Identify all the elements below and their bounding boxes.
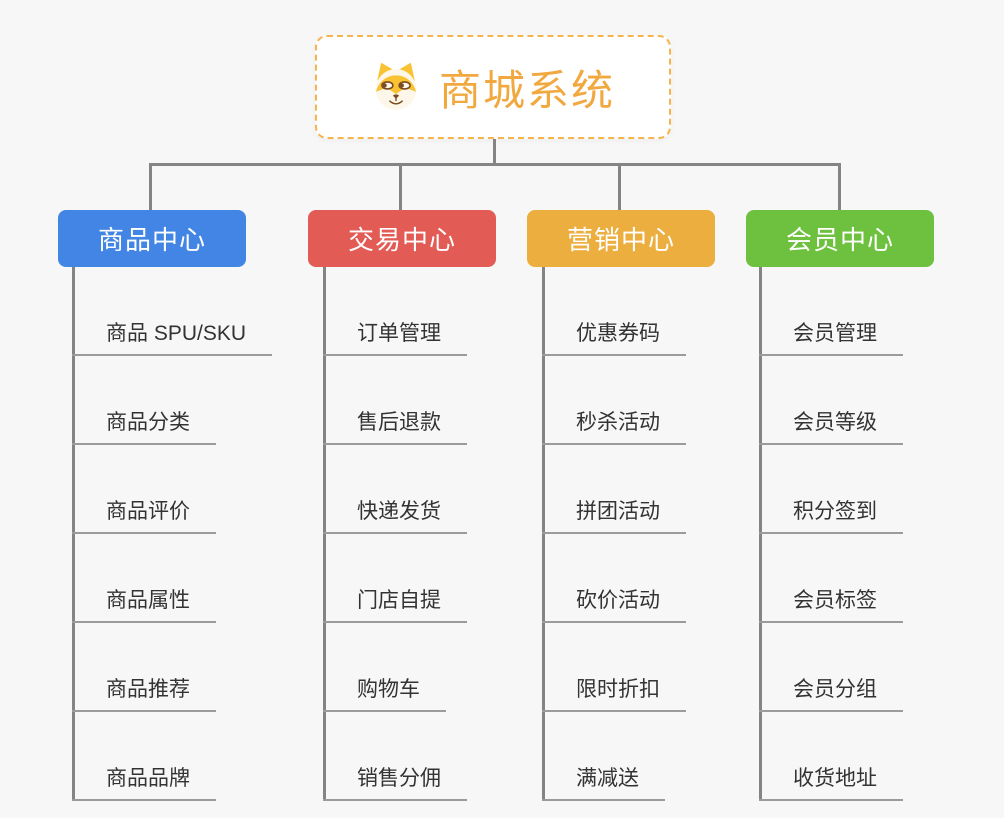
connector-spine bbox=[72, 267, 75, 801]
leaf-node[interactable]: 商品推荐 bbox=[72, 677, 216, 712]
connector-spine bbox=[323, 267, 326, 801]
leaf-node[interactable]: 订单管理 bbox=[323, 321, 467, 356]
leaf-node[interactable]: 售后退款 bbox=[323, 410, 467, 445]
leaf-node[interactable]: 优惠券码 bbox=[542, 321, 686, 356]
connector-root-drop bbox=[493, 139, 496, 164]
connector-drop-member bbox=[838, 165, 841, 211]
leaf-node[interactable]: 会员管理 bbox=[759, 321, 903, 356]
leaf-node[interactable]: 收货地址 bbox=[759, 766, 903, 801]
leaf-node[interactable]: 满减送 bbox=[542, 766, 665, 801]
leaf-node[interactable]: 商品属性 bbox=[72, 588, 216, 623]
leaf-node[interactable]: 拼团活动 bbox=[542, 499, 686, 534]
leaf-node[interactable]: 积分签到 bbox=[759, 499, 903, 534]
leaf-node[interactable]: 会员等级 bbox=[759, 410, 903, 445]
leaf-node[interactable]: 砍价活动 bbox=[542, 588, 686, 623]
leaf-node[interactable]: 快递发货 bbox=[323, 499, 467, 534]
leaf-node[interactable]: 商品品牌 bbox=[72, 766, 216, 801]
branch-node-product-center[interactable]: 商品中心 bbox=[58, 210, 246, 267]
leaf-node[interactable]: 会员分组 bbox=[759, 677, 903, 712]
connector-drop-trade bbox=[399, 165, 402, 211]
leaf-node[interactable]: 会员标签 bbox=[759, 588, 903, 623]
connector-drop-product bbox=[149, 165, 152, 211]
canvas-edge bbox=[0, 818, 1004, 840]
connector-spine bbox=[542, 267, 545, 801]
leaf-node[interactable]: 门店自提 bbox=[323, 588, 467, 623]
connector-spine bbox=[759, 267, 762, 801]
leaf-node[interactable]: 限时折扣 bbox=[542, 677, 686, 712]
root-node-title: 商城系统 bbox=[438, 66, 615, 114]
connector-drop-marketing bbox=[618, 165, 621, 211]
root-node[interactable]: 商城系统 bbox=[315, 35, 671, 139]
leaf-node[interactable]: 商品分类 bbox=[72, 410, 216, 445]
leaf-node[interactable]: 销售分佣 bbox=[323, 766, 467, 801]
connector-bus bbox=[149, 163, 841, 166]
shiba-dog-icon bbox=[375, 62, 417, 110]
leaf-node[interactable]: 商品评价 bbox=[72, 499, 216, 534]
branch-node-member-center[interactable]: 会员中心 bbox=[746, 210, 934, 267]
leaf-node[interactable]: 商品 SPU/SKU bbox=[72, 321, 273, 356]
leaf-node[interactable]: 购物车 bbox=[323, 677, 446, 712]
branch-node-trade-center[interactable]: 交易中心 bbox=[308, 210, 496, 267]
leaf-node[interactable]: 秒杀活动 bbox=[542, 410, 686, 445]
branch-node-marketing-center[interactable]: 营销中心 bbox=[527, 210, 715, 267]
